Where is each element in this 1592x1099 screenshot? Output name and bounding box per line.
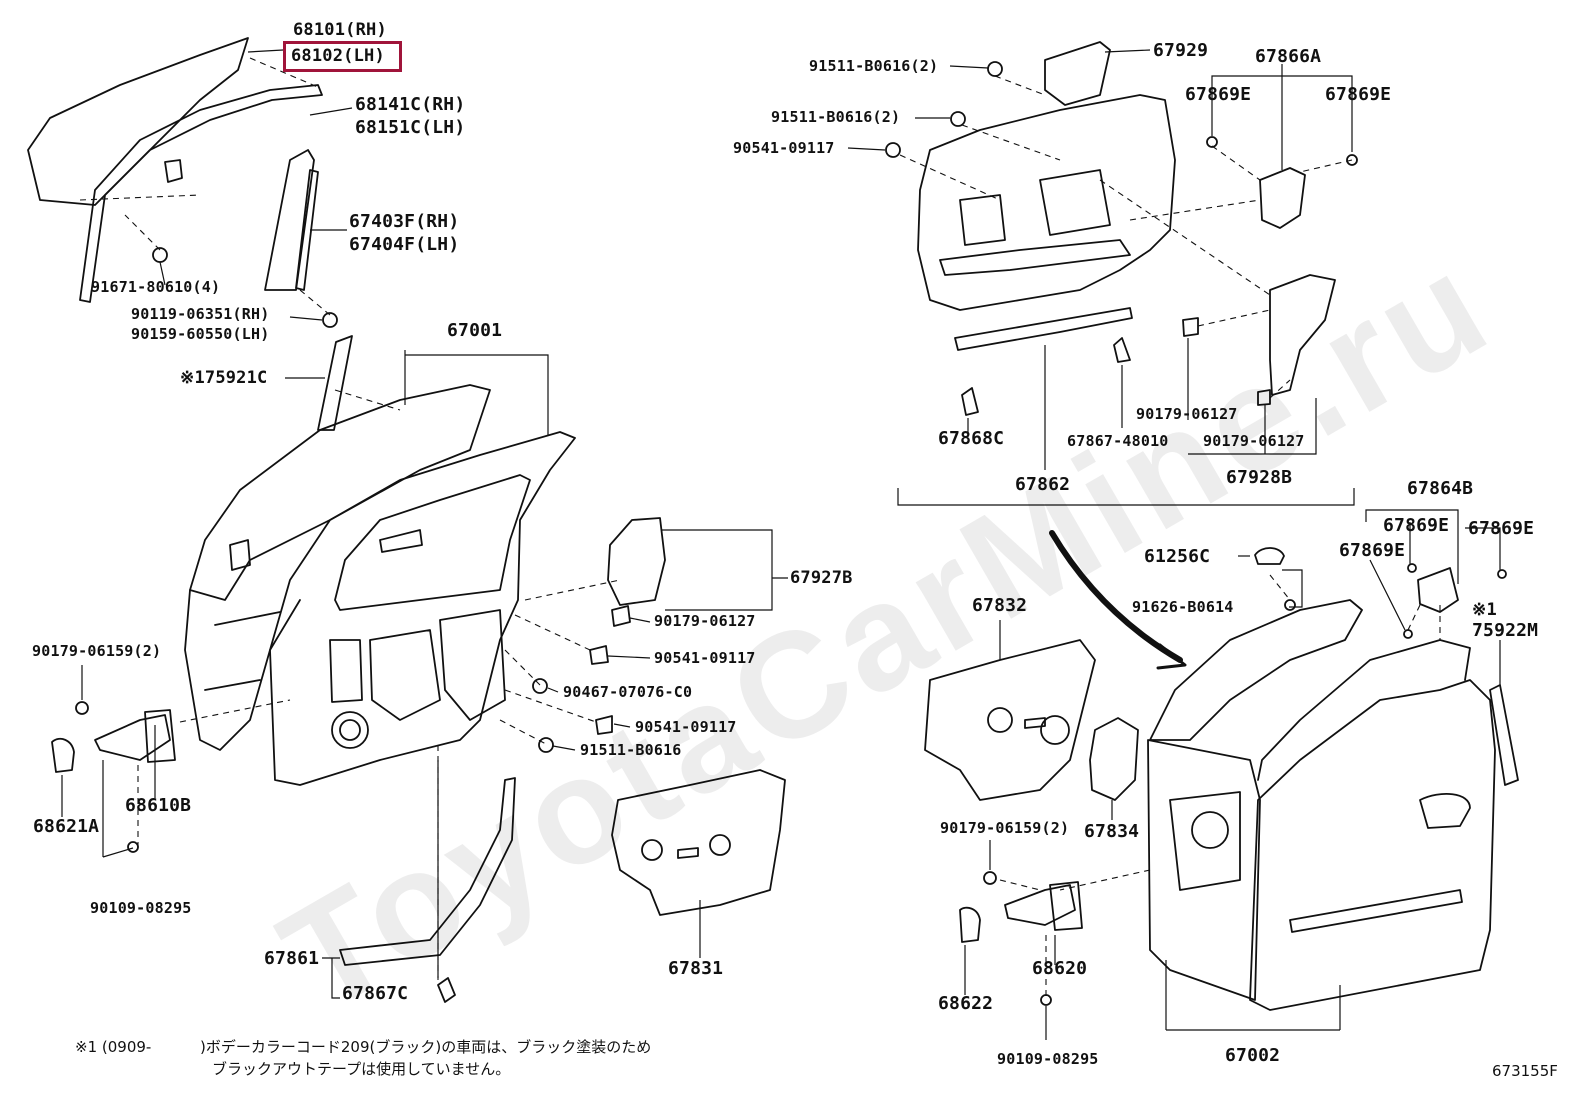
part-label-90179-06159-left[interactable]: 90179-06159(2) — [32, 642, 162, 660]
part-label-90467[interactable]: 90467-07076-C0 — [563, 683, 693, 701]
part-label-91511-B0616-2b[interactable]: 91511-B0616(2) — [771, 108, 901, 126]
front-door-panel-right — [1147, 599, 1519, 1011]
part-label-90179-06127-b[interactable]: 90179-06127 — [1203, 432, 1305, 450]
part-label-67869E-b[interactable]: 67869E — [1325, 84, 1392, 105]
arrow-curve — [1049, 530, 1187, 670]
part-label-90159[interactable]: 90159-60550(LH) — [131, 325, 270, 343]
part-label-68610B[interactable]: 68610B — [125, 795, 192, 816]
fasteners-upper-right — [885, 61, 1358, 416]
footnote-line-1: )ボデーカラーコード209(ブラック)の車両は、ブラック塗装のため — [200, 1038, 652, 1056]
part-label-90541-09117-b[interactable]: 90541-09117 — [635, 718, 737, 736]
part-label-67868C[interactable]: 67868C — [938, 428, 1005, 449]
dashed-guides — [79, 57, 1441, 996]
part-label-67866A[interactable]: 67866A — [1255, 46, 1322, 67]
part-label-67404F[interactable]: 67404F(LH) — [349, 234, 460, 255]
part-label-67862[interactable]: 67862 — [1015, 474, 1071, 495]
part-label-67832[interactable]: 67832 — [972, 595, 1028, 616]
part-label-68141C[interactable]: 68141C(RH) — [355, 94, 466, 115]
part-label-68151C[interactable]: 68151C(LH) — [355, 117, 466, 138]
part-label-90179-06127-a[interactable]: 90179-06127 — [1136, 405, 1238, 423]
door-hinge-right — [959, 547, 1507, 1006]
weatherstrip-67861 — [339, 777, 516, 1003]
part-label-68621A[interactable]: 68621A — [33, 816, 100, 837]
part-label-68102-highlighted[interactable]: 68102(LH) — [291, 46, 385, 66]
door-inner-frame-right — [917, 94, 1176, 351]
part-label-67869E-c[interactable]: 67869E — [1383, 515, 1450, 536]
glass-run-channel — [79, 84, 323, 303]
front-door-panel-left — [184, 384, 576, 786]
part-label-75921C[interactable]: ※175921C — [180, 368, 268, 388]
rear-lower-frame — [264, 149, 319, 291]
highlight-box — [283, 41, 402, 72]
part-label-67869E-d[interactable]: 67869E — [1468, 518, 1535, 539]
door-glass-part — [27, 37, 249, 206]
bracket-67928B — [1269, 274, 1336, 396]
part-label-67861[interactable]: 67861 — [264, 948, 320, 969]
part-label-91671[interactable]: 91671-80610(4) — [91, 278, 221, 296]
part-label-90109-08295-right[interactable]: 90109-08295 — [997, 1050, 1099, 1068]
part-label-91511-B0616[interactable]: 91511-B0616 — [580, 741, 682, 759]
part-label-67869E-e[interactable]: 67869E — [1339, 540, 1406, 561]
part-label-90179-06127-left[interactable]: 90179-06127 — [654, 612, 756, 630]
part-label-67929[interactable]: 67929 — [1153, 40, 1209, 61]
part-label-67867-48010[interactable]: 67867-48010 — [1067, 432, 1169, 450]
part-label-67928B[interactable]: 67928B — [1226, 467, 1293, 488]
part-label-67869E-a[interactable]: 67869E — [1185, 84, 1252, 105]
diagram-code: 673155F — [1492, 1062, 1558, 1080]
part-label-67864B[interactable]: 67864B — [1407, 478, 1474, 499]
service-hole-cover-67927 — [607, 517, 666, 606]
part-label-67834[interactable]: 67834 — [1084, 821, 1140, 842]
part-label-67927B[interactable]: 67927B — [790, 568, 853, 588]
part-label-68101[interactable]: 68101(RH) — [293, 20, 387, 40]
part-label-91511-B0616-2a[interactable]: 91511-B0616(2) — [809, 57, 939, 75]
part-label-67001[interactable]: 67001 — [447, 320, 503, 341]
bracket-67929 — [1044, 41, 1111, 106]
part-label-67002[interactable]: 67002 — [1225, 1045, 1281, 1066]
part-label-68622[interactable]: 68622 — [938, 993, 994, 1014]
part-label-90109-08295-left[interactable]: 90109-08295 — [90, 899, 192, 917]
footnote-mark: ※1 (0909- — [75, 1038, 152, 1056]
part-label-68620[interactable]: 68620 — [1032, 958, 1088, 979]
seal-67834 — [1089, 717, 1139, 801]
trim-panel-67831 — [611, 769, 786, 916]
part-label-90541-09117-a[interactable]: 90541-09117 — [654, 649, 756, 667]
fasteners-middle — [152, 247, 631, 753]
part-label-90179-06159-right[interactable]: 90179-06159(2) — [940, 819, 1070, 837]
part-label-90119[interactable]: 90119-06351(RH) — [131, 305, 270, 323]
trim-panel-67832 — [924, 639, 1096, 801]
leader-lines — [61, 49, 1501, 1040]
outside-moulding-strip — [317, 335, 353, 431]
part-label-91626[interactable]: 91626-B0614 — [1132, 598, 1234, 616]
footnote-line-2: ブラックアウトテープは使用していません。 — [212, 1060, 511, 1078]
part-label-67403F[interactable]: 67403F(RH) — [349, 211, 460, 232]
part-label-61256C[interactable]: 61256C — [1144, 546, 1211, 567]
part-label-67831[interactable]: 67831 — [668, 958, 724, 979]
part-label-90541-09117-c[interactable]: 90541-09117 — [733, 139, 835, 157]
bracket-67866A — [1259, 167, 1306, 229]
part-label-67867C[interactable]: 67867C — [342, 983, 409, 1004]
part-label-75922M-mark[interactable]: ※1 — [1472, 600, 1497, 620]
part-label-75922M[interactable]: 75922M — [1472, 620, 1539, 641]
